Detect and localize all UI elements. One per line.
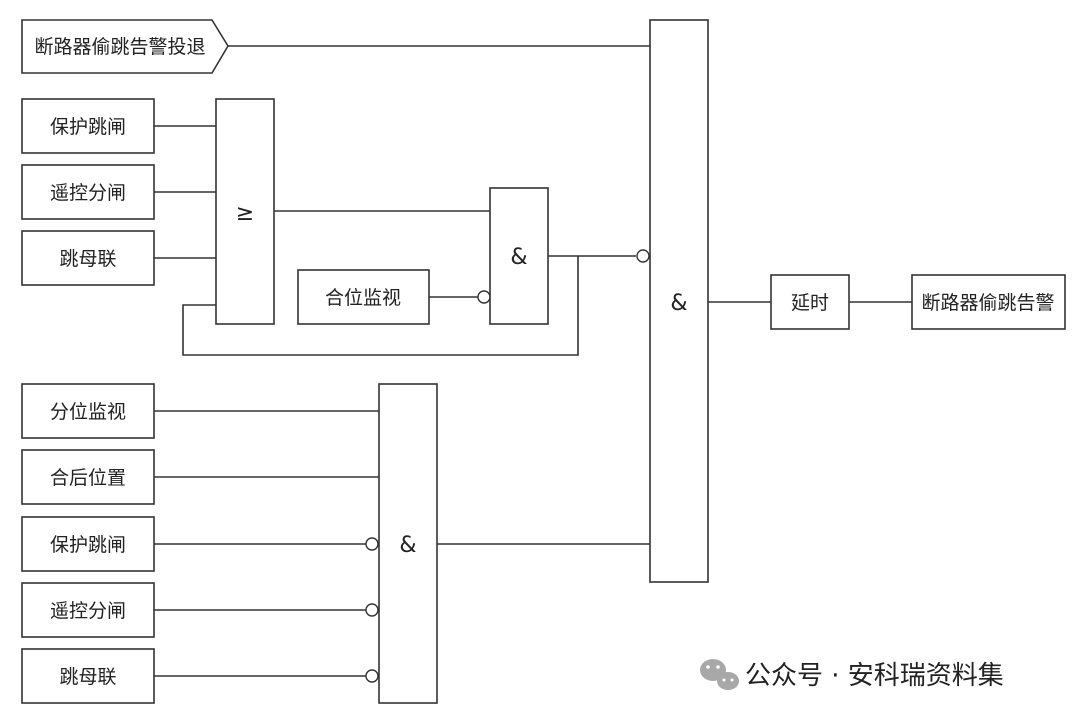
or-gate-symbol: ≥ — [236, 201, 254, 226]
output-block: 断路器偷跳告警 — [911, 274, 1066, 330]
g1-remote-open-label: 遥控分闸 — [50, 182, 126, 204]
g3-bus-tie-trip-block: 跳母联 — [21, 648, 155, 704]
watermark-text: 公众号 · 安科瑞资料集 — [745, 661, 1004, 691]
g1-protect-trip-block: 保护跳闸 — [21, 98, 155, 154]
and-gate-2-symbol: & — [399, 533, 416, 558]
g1-bus-tie-trip-block: 跳母联 — [21, 230, 155, 286]
watermark: 公众号 · 安科瑞资料集 — [700, 659, 1004, 691]
and-gate-2: & — [378, 383, 438, 704]
g3-remote-open-label: 遥控分闸 — [50, 600, 126, 622]
delay-block: 延时 — [770, 274, 850, 330]
g3-after-close-block: 合后位置 — [21, 449, 155, 505]
closed-monitor-block: 合位监视 — [297, 269, 430, 325]
g1-remote-open-block: 遥控分闸 — [21, 164, 155, 220]
negation-g3-remote-circle — [365, 603, 379, 617]
alarm-switch-label: 断路器偷跳告警投退 — [34, 36, 205, 58]
negation-markers — [365, 249, 650, 683]
g3-protect-trip-label: 保护跳闸 — [50, 534, 126, 556]
g3-open-monitor-label: 分位监视 — [50, 401, 126, 423]
g3-after-close-label: 合后位置 — [50, 467, 126, 489]
negation-closed-monitor-circle — [477, 290, 491, 304]
closed-monitor-label: 合位监视 — [325, 287, 401, 309]
wechat-icon — [700, 659, 739, 690]
negation-g3-bus-tie-circle — [365, 669, 379, 683]
g3-remote-open-block: 遥控分闸 — [21, 582, 155, 638]
or-gate: ≥ — [215, 98, 275, 325]
wires — [154, 45, 912, 677]
g1-protect-trip-label: 保护跳闸 — [50, 116, 126, 138]
g3-protect-trip-block: 保护跳闸 — [21, 516, 155, 572]
main-and-gate: & — [649, 19, 709, 583]
g1-bus-tie-trip-label: 跳母联 — [59, 248, 116, 270]
g3-open-monitor-block: 分位监视 — [21, 383, 155, 439]
and-gate-1-symbol: & — [510, 245, 527, 270]
delay-label: 延时 — [791, 292, 829, 314]
negation-and1-output-circle — [636, 249, 650, 263]
wire-feedback-loop — [182, 256, 579, 356]
main-and-gate-symbol: & — [670, 291, 687, 316]
g3-bus-tie-trip-label: 跳母联 — [59, 666, 116, 688]
negation-g3-protect-circle — [365, 537, 379, 551]
alarm-switch-block: 断路器偷跳告警投退 — [21, 19, 229, 74]
and-gate-1: & — [489, 187, 549, 325]
output-label: 断路器偷跳告警 — [921, 292, 1054, 314]
